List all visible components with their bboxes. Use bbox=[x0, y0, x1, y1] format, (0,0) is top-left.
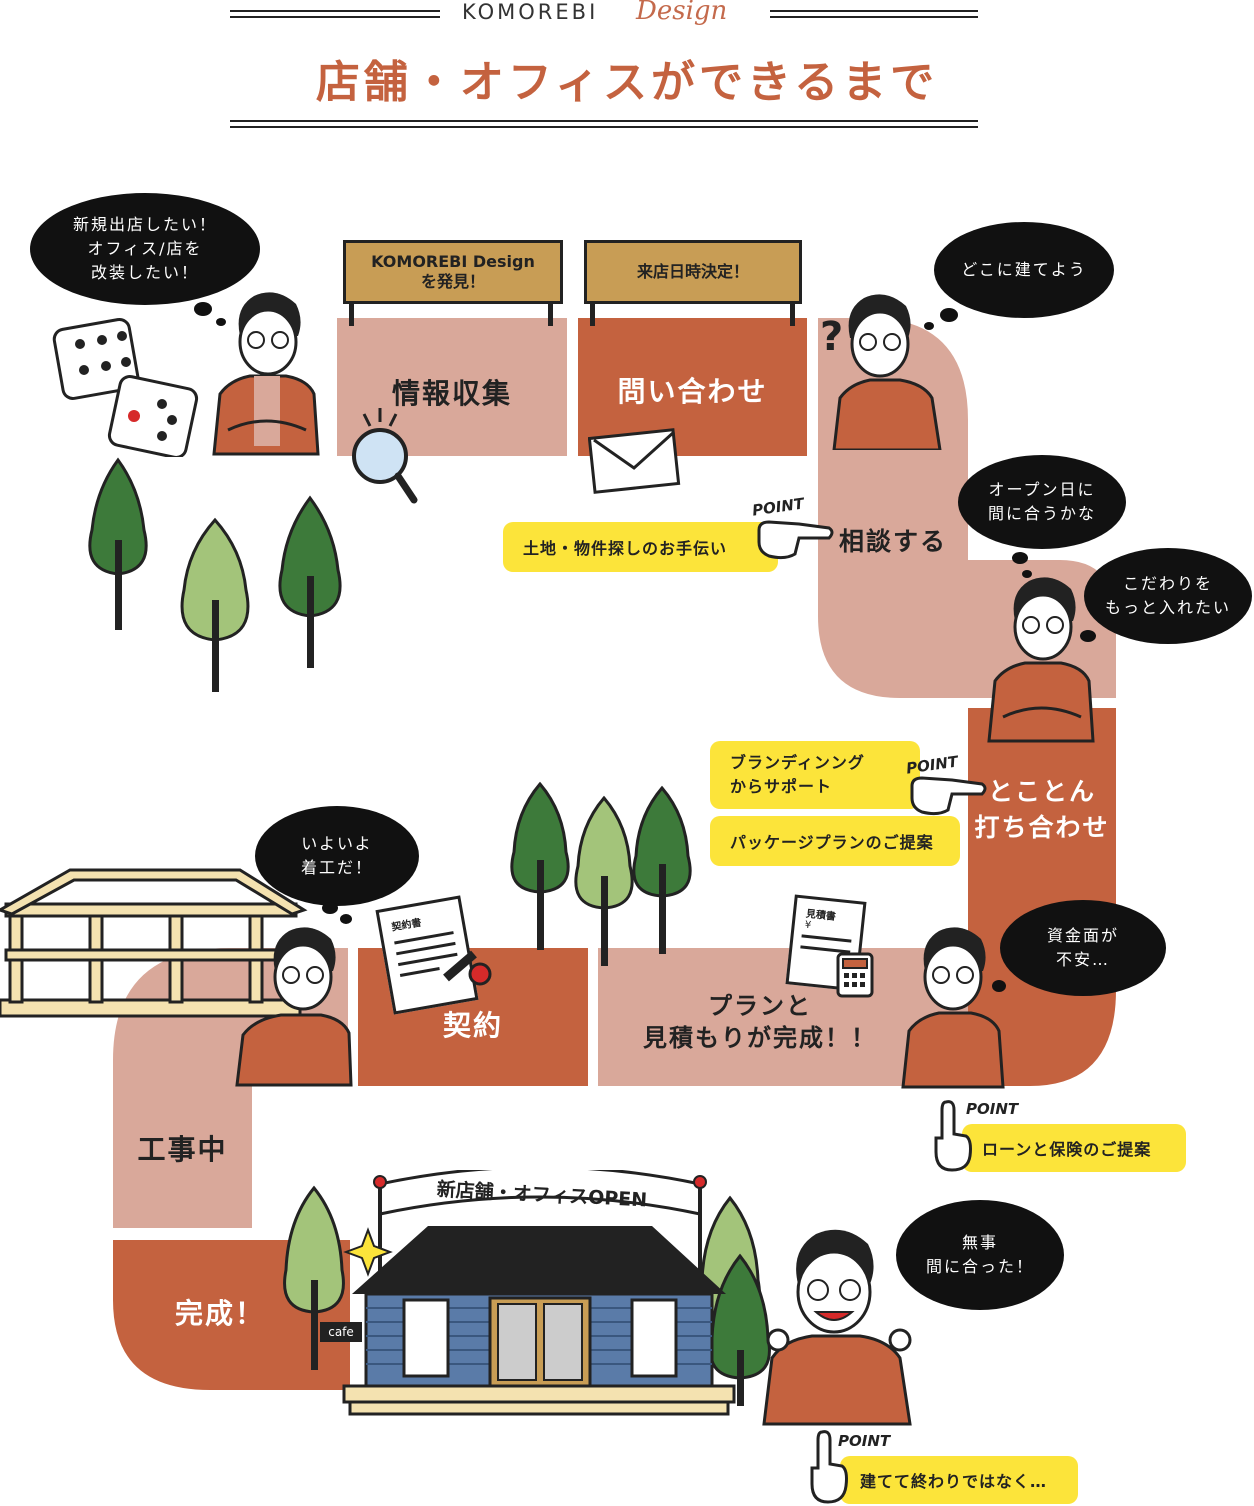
person-smiling bbox=[987, 577, 1095, 743]
magnifier-icon bbox=[352, 408, 418, 504]
tree-icon bbox=[510, 781, 570, 950]
point-loan: ローンと保険のご提案 bbox=[962, 1124, 1186, 1172]
tree-icon bbox=[180, 517, 250, 692]
bubble-dot bbox=[322, 902, 338, 914]
point-branding-text: ブランディンング からサポート bbox=[730, 753, 865, 796]
building-frame-icon bbox=[0, 868, 308, 1018]
trees-middle bbox=[510, 781, 692, 966]
tree-icon bbox=[709, 1253, 771, 1406]
point-label: POINT bbox=[966, 1100, 1019, 1118]
header-rule-right bbox=[770, 10, 978, 12]
bubble-care: こだわりを もっと入れたい bbox=[1084, 548, 1252, 644]
bubble-done-text: 無事 間に合った！ bbox=[925, 1233, 1034, 1276]
stage-complete: 完成！ bbox=[174, 1297, 265, 1330]
bubble-dot bbox=[1012, 552, 1028, 564]
header-rule-left bbox=[230, 10, 440, 12]
tree-icon bbox=[88, 457, 148, 630]
header-rule-right-2 bbox=[770, 16, 978, 18]
header-rule-left-2 bbox=[230, 16, 440, 18]
title-underline bbox=[230, 120, 978, 122]
brand-script: Design bbox=[636, 0, 728, 26]
page-title: 店舗・オフィスができるまで bbox=[315, 57, 939, 108]
bubble-money: 資金面が 不安… bbox=[1000, 900, 1166, 996]
store-icon bbox=[342, 1170, 736, 1416]
bubble-start-work-text: いよいよ 着工だ！ bbox=[300, 834, 373, 877]
tree-icon bbox=[278, 495, 342, 668]
bubble-start: 新規出店したい！ オフィス/店を 改装したい！ bbox=[30, 193, 260, 305]
stage-construction: 工事中 bbox=[137, 1133, 228, 1166]
point-land-text: 土地・物件探しのお手伝い bbox=[523, 539, 728, 558]
sign-discover: KOMOREBI Design を発見！ bbox=[343, 240, 563, 304]
bubble-dot bbox=[194, 302, 212, 316]
bubble-where-text: どこに建てよう bbox=[961, 260, 1087, 279]
bubble-dot bbox=[1080, 630, 1096, 642]
stamp-icon bbox=[443, 950, 492, 986]
bubble-start-work: いよいよ 着工だ！ bbox=[255, 806, 419, 906]
bubble-where: どこに建てよう bbox=[934, 222, 1114, 318]
bubble-start-text: 新規出店したい！ オフィス/店を 改装したい！ bbox=[72, 215, 217, 282]
sign-posts bbox=[349, 300, 795, 326]
mail-icon bbox=[588, 428, 681, 494]
person-thinking: ? bbox=[820, 294, 942, 450]
bubble-dot bbox=[1022, 570, 1032, 578]
svg-text:?: ? bbox=[820, 314, 843, 360]
tree-icon bbox=[574, 795, 634, 966]
raised-hand-icon bbox=[810, 1430, 848, 1504]
cafe-sign: cafe bbox=[320, 1322, 362, 1342]
point-land: 土地・物件探しのお手伝い bbox=[503, 522, 778, 572]
point-package-text: パッケージプランのご提案 bbox=[730, 833, 934, 852]
calculator-icon bbox=[836, 952, 874, 998]
bubble-done: 無事 間に合った！ bbox=[896, 1200, 1064, 1310]
bubble-dot bbox=[992, 980, 1006, 992]
stage-plan-2: 見積もりが完成！！ bbox=[643, 1024, 877, 1052]
bubble-open-day: オープン日に 間に合うかな bbox=[958, 455, 1126, 549]
point-branding: ブランディンング からサポート bbox=[710, 741, 920, 809]
person-worried bbox=[901, 927, 1005, 1089]
stage-info: 情報収集 bbox=[391, 377, 512, 410]
tree-icon bbox=[632, 785, 692, 954]
point-loan-text: ローンと保険のご提案 bbox=[982, 1140, 1152, 1159]
tree-icon bbox=[283, 1185, 345, 1370]
trees-left bbox=[88, 457, 342, 692]
bubble-money-text: 資金面が 不安… bbox=[1046, 926, 1119, 969]
bubble-dot bbox=[340, 914, 352, 924]
person-celebrating bbox=[762, 1229, 912, 1426]
bubble-dot bbox=[924, 322, 934, 330]
point-label: POINT bbox=[838, 1432, 891, 1450]
brand-name: KOMOREBI bbox=[462, 0, 599, 24]
bubble-care-text: こだわりを もっと入れたい bbox=[1104, 574, 1231, 617]
stage-consult: 相談する bbox=[838, 527, 947, 556]
cafe-sign-text: cafe bbox=[328, 1325, 354, 1339]
sign-discover-text: KOMOREBI Design を発見！ bbox=[371, 252, 535, 291]
pointing-hand-icon bbox=[910, 776, 987, 816]
dice-icon bbox=[52, 318, 199, 457]
point-package: パッケージプランのご提案 bbox=[710, 816, 960, 866]
stage-contract: 契約 bbox=[442, 1009, 503, 1042]
person-fist bbox=[235, 927, 353, 1087]
stage-meeting-1: とことん bbox=[987, 777, 1096, 806]
person-crossed-arms bbox=[212, 292, 320, 456]
sign-visit-text: 来店日時決定！ bbox=[636, 262, 749, 281]
sign-visit: 来店日時決定！ bbox=[584, 240, 802, 304]
raised-hand-icon bbox=[934, 1100, 972, 1172]
stage-inquiry: 問い合わせ bbox=[617, 375, 768, 408]
stage-plan-1: プランと bbox=[708, 992, 812, 1020]
bubble-dot bbox=[216, 318, 226, 326]
stage-meeting-2: 打ち合わせ bbox=[974, 813, 1110, 842]
pointing-hand-icon bbox=[757, 520, 834, 560]
bubble-open-day-text: オープン日に 間に合うかな bbox=[987, 480, 1096, 523]
point-after: 建てて終わりではなく… bbox=[840, 1456, 1078, 1504]
point-after-text: 建てて終わりではなく… bbox=[860, 1472, 1048, 1491]
title-underline-2 bbox=[230, 126, 978, 128]
bubble-dot bbox=[940, 308, 958, 322]
